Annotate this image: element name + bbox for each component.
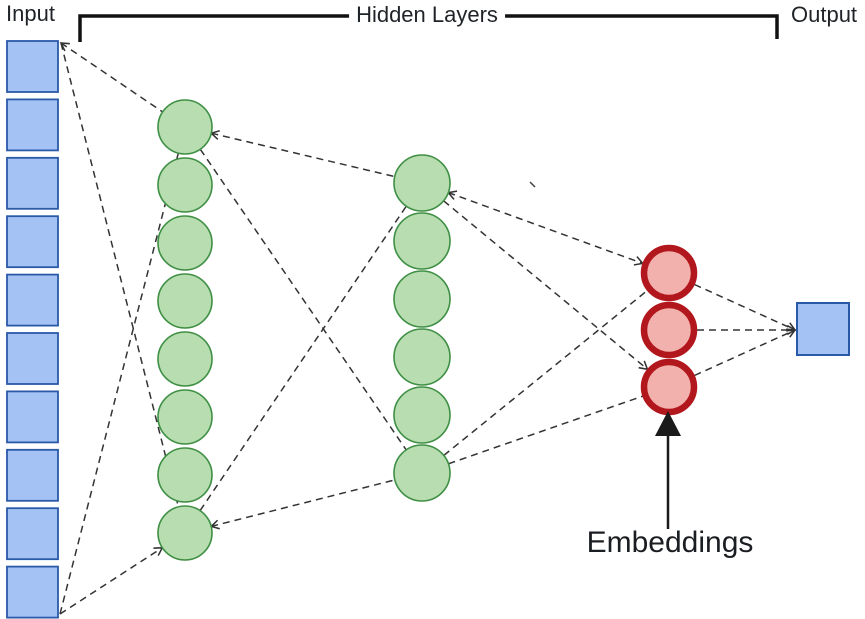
hidden2-node	[393, 328, 451, 386]
connection-line	[59, 42, 164, 113]
connection-line	[446, 190, 645, 266]
input-label: Input	[6, 1, 55, 26]
hidden2-node	[393, 444, 451, 502]
hidden2-node	[393, 154, 451, 212]
embeddings-label: Embeddings	[586, 526, 754, 559]
connection-line	[199, 205, 407, 512]
hidden1-node	[157, 389, 213, 445]
input-node	[6, 390, 59, 444]
connections	[59, 42, 797, 615]
hidden1-node	[157, 99, 213, 155]
input-node	[6, 156, 59, 210]
connection-line	[694, 283, 797, 332]
input-node	[6, 215, 59, 269]
connection-line	[59, 153, 180, 615]
input-node	[6, 507, 59, 561]
stray-mark	[529, 181, 536, 188]
embedding-node	[640, 301, 698, 359]
hidden1-node	[157, 273, 213, 329]
connection-line	[199, 148, 407, 451]
input-node	[6, 332, 59, 385]
connection-line	[209, 479, 396, 530]
hidden2-node	[393, 386, 451, 444]
connection-line	[60, 42, 180, 507]
input-node	[6, 273, 59, 327]
connection-line	[59, 546, 164, 615]
connection-line	[209, 129, 395, 178]
input-node	[6, 448, 59, 502]
hidden-layers-label: Hidden Layers	[349, 2, 505, 28]
connection-line	[448, 395, 643, 465]
output-label: Output	[791, 2, 858, 27]
connection-line	[694, 328, 797, 377]
input-node	[6, 40, 59, 93]
connection-line	[443, 200, 649, 371]
hidden1-node	[157, 447, 213, 503]
embedding-node	[640, 244, 698, 302]
output-node	[796, 302, 850, 356]
hidden2-node	[393, 212, 451, 270]
nodes	[6, 40, 850, 619]
hidden1-node	[157, 331, 213, 387]
input-node	[6, 565, 59, 619]
embedding-node	[640, 358, 698, 416]
input-node	[6, 98, 59, 152]
hidden1-node	[157, 215, 213, 271]
connection-line	[443, 290, 648, 456]
hidden1-node	[157, 157, 213, 213]
hidden1-node	[157, 505, 213, 561]
hidden2-node	[393, 270, 451, 328]
embeddings-arrow	[655, 411, 681, 529]
